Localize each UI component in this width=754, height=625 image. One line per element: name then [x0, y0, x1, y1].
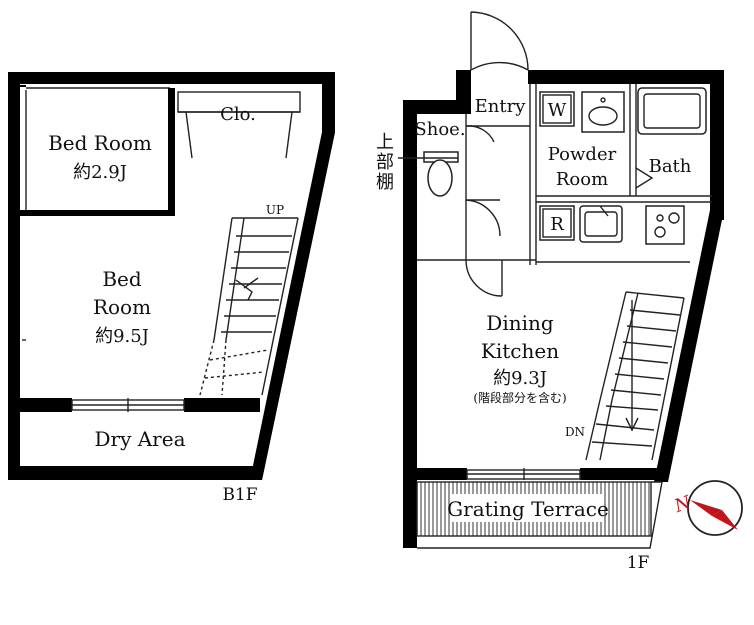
- f1-stair-down-label: DN: [565, 425, 585, 439]
- bath-label: Bath: [649, 156, 692, 177]
- f1-right-wall-slant: [654, 210, 724, 482]
- closet-label: Clo.: [220, 104, 256, 125]
- entry-door-arc: [470, 61, 529, 71]
- powder-room-name-line2: Room: [556, 169, 608, 190]
- compass-icon: N: [671, 480, 743, 536]
- f1-top-wall-left: [403, 100, 471, 114]
- f1-bottom-wall-left: [417, 468, 467, 480]
- bed-room-large-name-line1: Bed: [102, 267, 142, 291]
- terrace-edge: [417, 481, 663, 549]
- f1-floor-label: 1F: [627, 553, 650, 573]
- dining-kitchen-note: (階段部分を含む): [473, 390, 566, 405]
- bath-tub: [637, 87, 707, 135]
- kitchen-sink: [579, 205, 623, 243]
- upper-shelf-char-3: 棚: [376, 172, 394, 193]
- upper-shelf-char-2: 部: [376, 152, 394, 173]
- f1-right-wall: [710, 70, 724, 220]
- refrigerator-box: [539, 205, 575, 241]
- f1-left-wall: [403, 100, 417, 548]
- dry-area-wall-right: [184, 398, 260, 412]
- b1f-floor-label: B1F: [222, 485, 257, 505]
- b1f-bedroom-partition-h: [20, 210, 175, 216]
- f1-stairs: DN: [565, 291, 685, 461]
- b1f-right-wall-slant: [250, 132, 335, 480]
- bath-door-mark: [635, 167, 654, 189]
- kitchen-stove: [645, 205, 685, 245]
- closet-door-right: [285, 111, 293, 159]
- grating-terrace-outline: [416, 481, 652, 537]
- toilet-door-arc: [465, 199, 501, 237]
- b1f-bedroom-partition-v: [168, 88, 175, 214]
- dry-area-label: Dry Area: [94, 427, 185, 451]
- f1-plan: Entry Shoe. 上 部 棚 W Powder: [376, 11, 724, 573]
- compass-needle: [690, 500, 722, 516]
- bed-room-small-size: 約2.9J: [73, 162, 127, 183]
- b1f-plan: Clo. Bed Room 約2.9J Bed Room 約9.5J: [8, 72, 335, 505]
- bed-room-small-name: Bed Room: [48, 131, 152, 155]
- bed-room-large-name-line2: Room: [93, 295, 151, 319]
- f1-top-wall-right: [528, 70, 724, 84]
- b1f-top-wall: [8, 72, 335, 84]
- grating-terrace-label-bg: [452, 494, 604, 522]
- dining-kitchen-name-line1: Dining: [486, 311, 554, 335]
- entry-label: Entry: [475, 96, 527, 117]
- f1-entry-wall: [456, 70, 471, 114]
- toilet-bowl: [427, 159, 453, 197]
- f1-bottom-wall-right: [580, 468, 662, 480]
- b1f-bottom-wall: [8, 466, 262, 480]
- washer-label: W: [548, 100, 567, 121]
- closet-door-left: [185, 111, 193, 159]
- washer-box: [539, 91, 575, 127]
- grating-terrace-label: Grating Terrace: [447, 497, 609, 521]
- powder-room-name-line1: Powder: [548, 144, 617, 165]
- b1f-right-wall-top: [322, 72, 335, 132]
- shoe-door-arc: [465, 125, 495, 143]
- bed-room-large-size: 約9.5J: [95, 326, 149, 347]
- b1f-stairs: UP: [199, 203, 299, 396]
- refrigerator-label: R: [550, 214, 564, 235]
- upper-shelf-char-1: 上: [376, 132, 394, 153]
- dining-kitchen-size: 約9.3J: [493, 368, 547, 389]
- b1f-left-wall: [8, 72, 20, 480]
- dining-kitchen-name-line2: Kitchen: [481, 339, 559, 363]
- dining-door-arc: [465, 259, 503, 297]
- dry-area-wall-left: [20, 398, 72, 412]
- b1f-corner: [20, 85, 26, 87]
- shoe-label: Shoe.: [414, 119, 465, 140]
- b1f-stair-up-label: UP: [266, 203, 284, 217]
